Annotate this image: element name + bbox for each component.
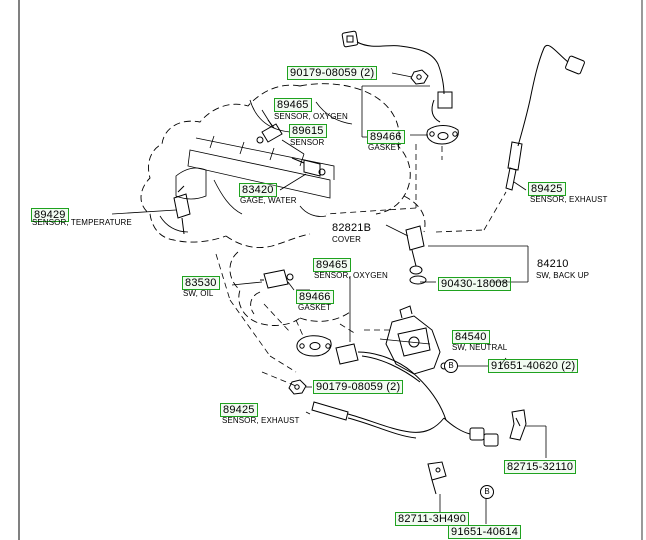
callout-89429[interactable]: 89429: [31, 208, 69, 222]
desc-89615: SENSOR: [290, 138, 325, 147]
exhaust-sensor-bottom: [311, 401, 499, 447]
callout-90179-08059-bottom[interactable]: 90179-08059 (2): [313, 380, 404, 394]
callout-91651-40620[interactable]: 91651-40620 (2): [488, 359, 579, 373]
desc-89425-bottom: SENSOR, EXHAUST: [222, 416, 300, 425]
callout-89466-top[interactable]: 89466: [367, 130, 405, 144]
backup-switch-84210: [405, 225, 427, 285]
callout-82715-32110[interactable]: 82715-32110: [504, 460, 577, 474]
desc-89466-mid: GASKET: [298, 303, 332, 312]
callout-89465-top[interactable]: 89465: [274, 98, 312, 112]
oxygen-sensor-mid: [335, 343, 447, 421]
nut-top: [410, 69, 429, 85]
desc-89425-top: SENSOR, EXHAUST: [530, 195, 608, 204]
water-gage-83420: [291, 157, 326, 177]
callout-84210[interactable]: 84210: [537, 258, 569, 270]
gasket-mid: [296, 335, 332, 357]
clamp-82711: [427, 461, 447, 495]
callout-82821b[interactable]: 82821B: [332, 222, 372, 234]
callout-82711-3h490[interactable]: 82711-3H490: [395, 512, 470, 526]
desc-89465-top: SENSOR, OXYGEN: [274, 112, 348, 121]
bubble-b-mid: B: [444, 359, 458, 373]
callout-83530[interactable]: 83530: [182, 276, 220, 290]
callout-83420[interactable]: 83420: [239, 183, 277, 197]
desc-84210: SW, BACK UP: [536, 271, 590, 280]
dashed-leaders: [215, 144, 507, 387]
desc-89429: SENSOR, TEMPERATURE: [32, 218, 132, 227]
desc-89466-top: GASKET: [368, 143, 402, 152]
engine-outline: [140, 83, 426, 326]
neutral-switch-84540: [385, 305, 448, 375]
gasket-top: [426, 125, 459, 145]
temperature-sensor-89429: [173, 185, 191, 235]
oil-switch-83530: [260, 269, 294, 289]
callout-89425-bottom[interactable]: 89425: [220, 403, 258, 417]
callout-89425-top[interactable]: 89425: [528, 182, 566, 196]
callout-89465-mid[interactable]: 89465: [313, 258, 351, 272]
callout-89615[interactable]: 89615: [289, 124, 327, 138]
callout-84540[interactable]: 84540: [452, 330, 490, 344]
callout-91651-40614[interactable]: 91651-40614: [448, 525, 522, 539]
oxygen-sensor-top: [341, 30, 453, 123]
engine-detail: [159, 99, 353, 233]
desc-83420: GAGE, WATER: [240, 196, 297, 205]
sensor-89615: [256, 119, 283, 144]
callout-89466-mid[interactable]: 89466: [296, 290, 334, 304]
bubble-b-bottom: B: [480, 485, 494, 499]
exhaust-sensor-top: [505, 44, 585, 191]
callout-90179-08059-top[interactable]: 90179-08059 (2): [287, 66, 378, 80]
callout-90430-18008[interactable]: 90430-18008: [438, 277, 512, 291]
clamp-82715: [509, 409, 527, 441]
desc-82821b: COVER: [332, 235, 361, 244]
desc-89465-mid: SENSOR, OXYGEN: [314, 271, 388, 280]
leader-lines: [111, 72, 547, 524]
desc-84540: SW, NEUTRAL: [452, 343, 508, 352]
desc-83530: SW, OIL: [183, 289, 214, 298]
nut-bottom: [288, 379, 307, 395]
